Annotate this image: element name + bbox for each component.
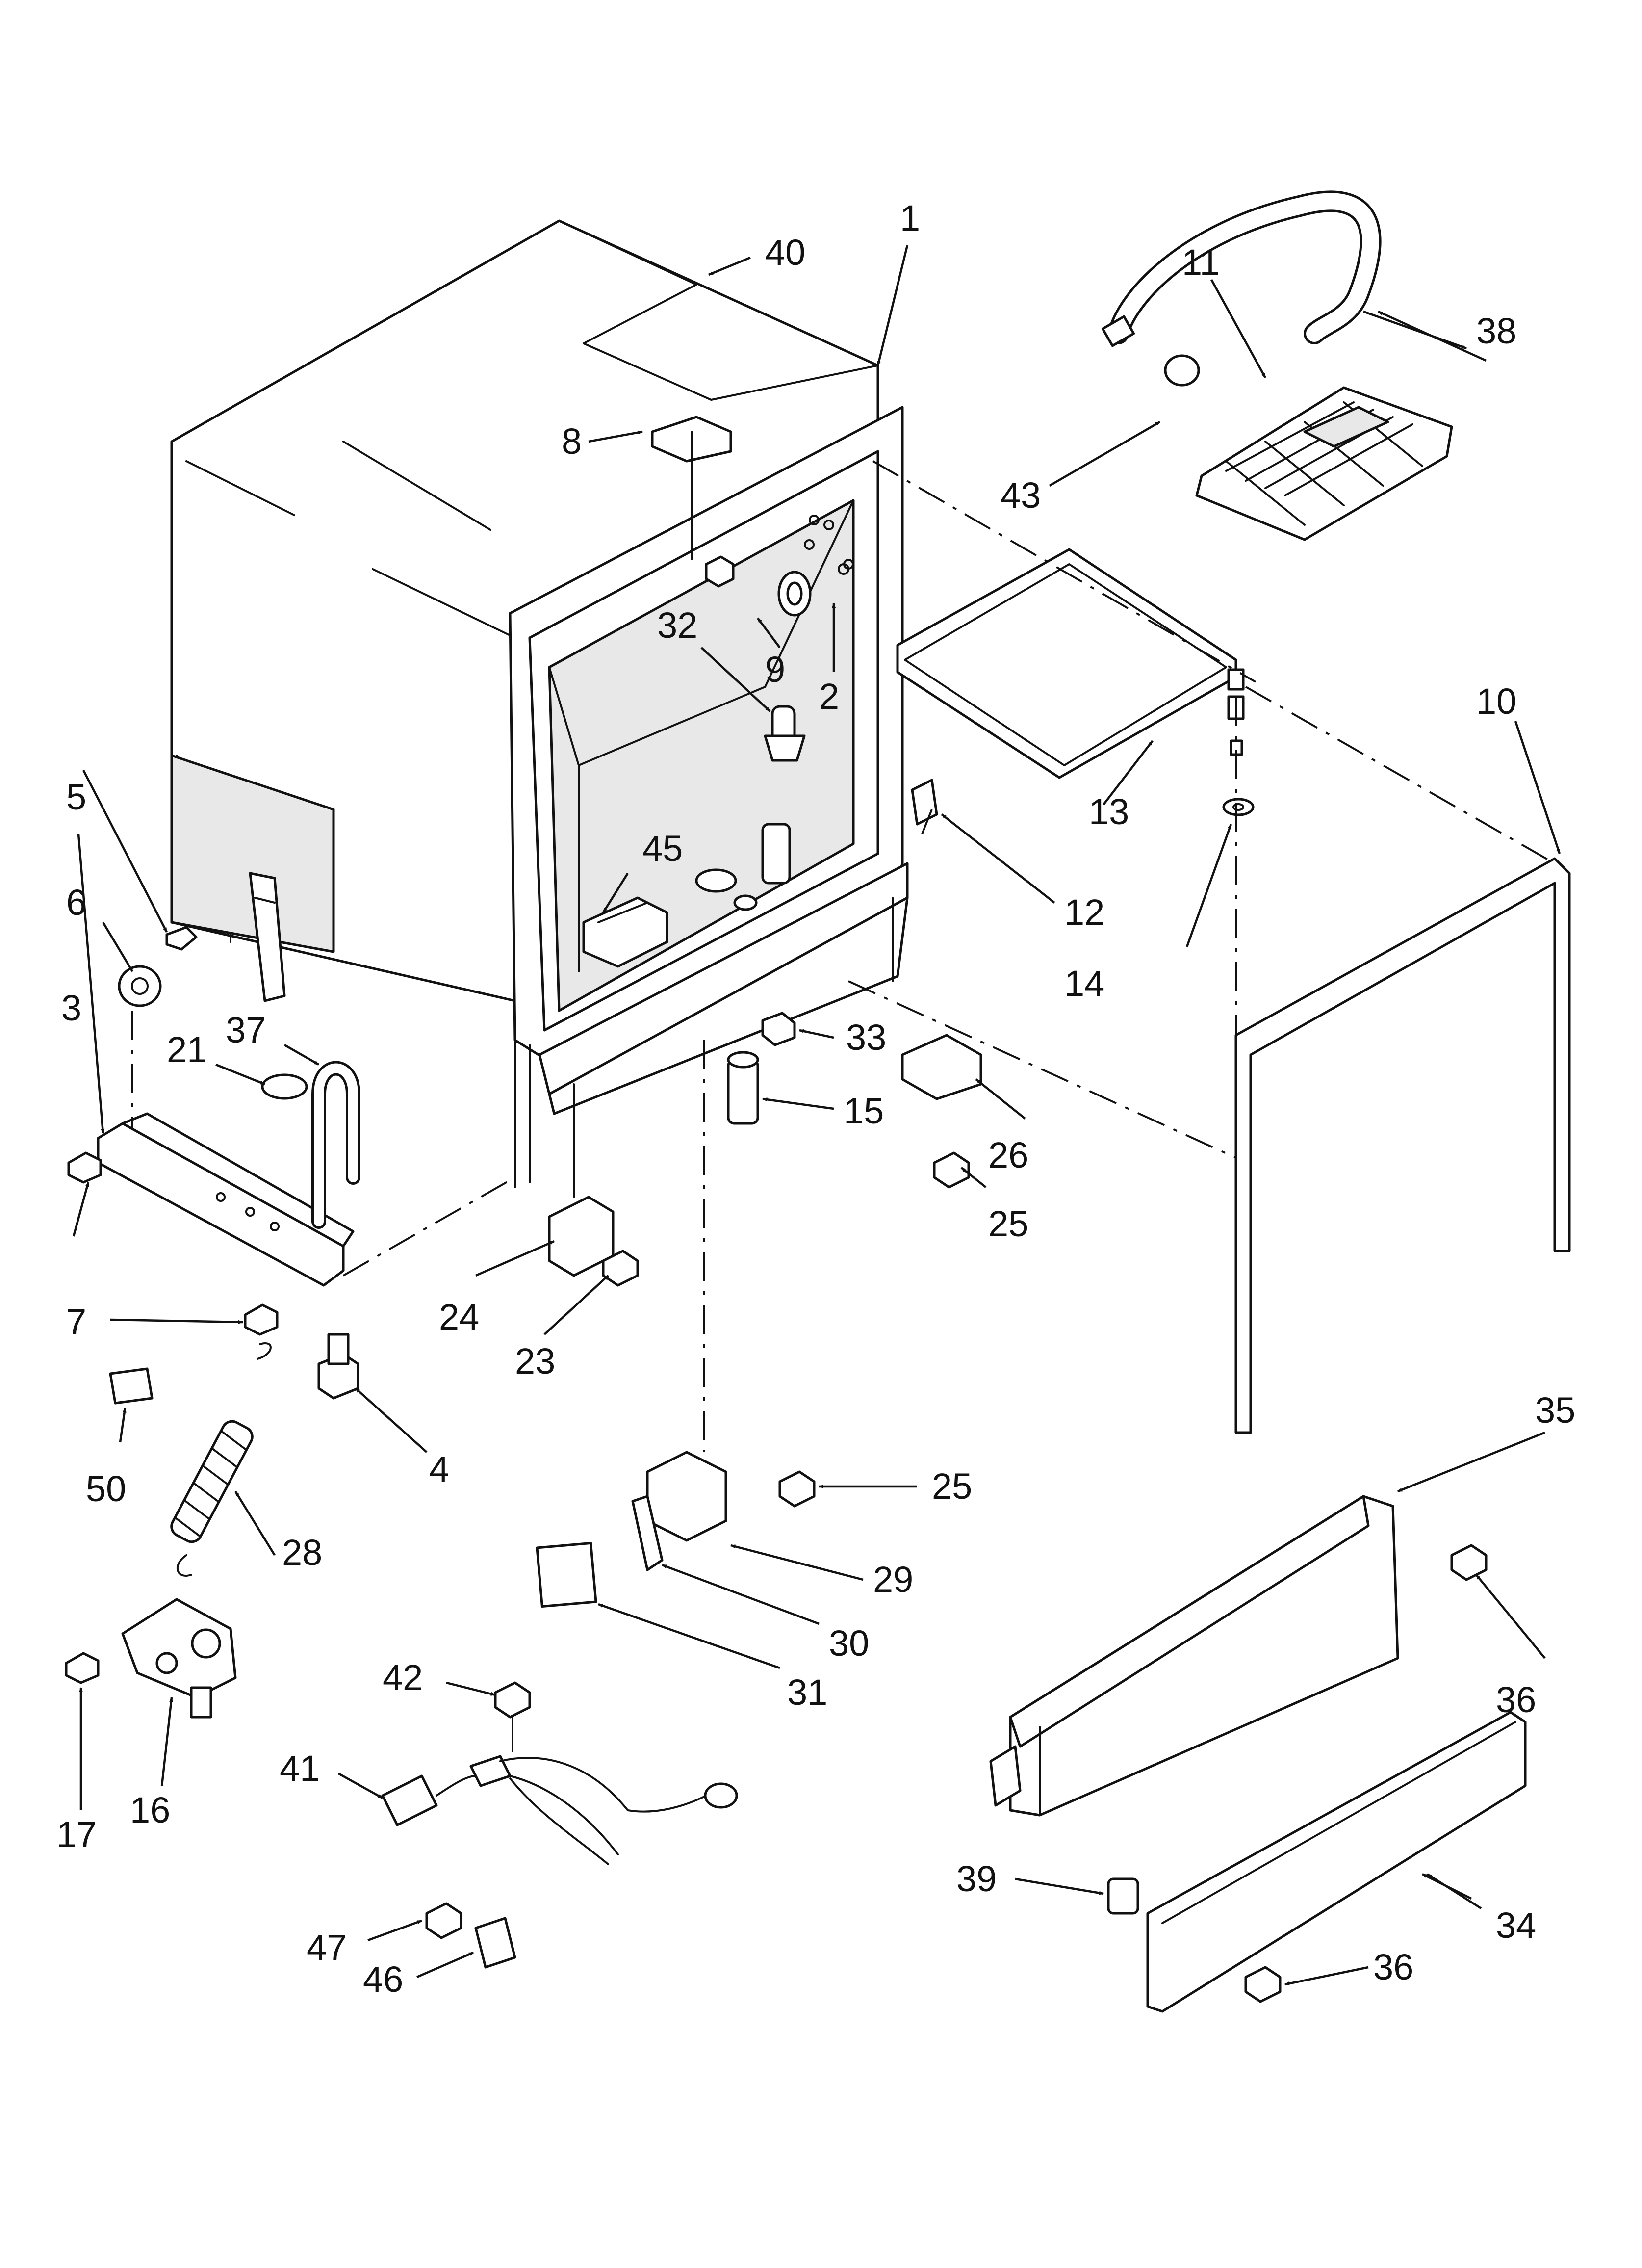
leader-lines xyxy=(72,245,1561,1986)
callout-47: 47 xyxy=(307,1927,347,1968)
side-bracket xyxy=(249,872,286,1002)
screw-25-upper xyxy=(933,1151,970,1189)
callout-7a: 7 xyxy=(66,1302,86,1342)
callout-14: 14 xyxy=(1064,963,1104,1004)
latch-26 xyxy=(901,1034,982,1100)
callout-43: 43 xyxy=(1001,475,1041,516)
water-valve xyxy=(121,1598,237,1719)
callout-12: 12 xyxy=(1064,892,1104,933)
toe-panel xyxy=(989,1495,1399,1817)
stabilizer-bar xyxy=(1234,857,1571,1434)
callout-35: 35 xyxy=(1535,1390,1575,1431)
power-cord xyxy=(381,1755,738,1865)
screw-36-upper xyxy=(1450,1544,1488,1581)
heater-element xyxy=(896,548,1245,779)
callout-30: 30 xyxy=(829,1623,869,1664)
callout-33: 33 xyxy=(846,1017,886,1058)
callout-26: 26 xyxy=(988,1135,1028,1175)
screw-25-lower xyxy=(778,1470,816,1508)
strike-29 xyxy=(646,1040,727,1542)
front-rail xyxy=(97,1112,355,1287)
callout-10: 10 xyxy=(1476,681,1516,722)
callout-25a: 25 xyxy=(988,1203,1028,1244)
callout-34: 34 xyxy=(1496,1905,1536,1946)
callout-21: 21 xyxy=(167,1029,207,1070)
callout-9: 9 xyxy=(765,649,785,690)
screw-7-right xyxy=(244,1303,279,1336)
callout-23: 23 xyxy=(515,1341,555,1382)
callout-24: 24 xyxy=(439,1297,479,1337)
float xyxy=(695,705,806,911)
assembly-lines xyxy=(131,460,1555,1277)
callout-42: 42 xyxy=(383,1657,423,1698)
lever-30 xyxy=(631,1495,664,1571)
screw-17 xyxy=(65,1652,100,1684)
filter-grid xyxy=(1195,386,1453,541)
callout-37: 37 xyxy=(226,1010,266,1050)
screw-42 xyxy=(494,1681,531,1752)
screw-23 xyxy=(602,1250,639,1287)
inner-bracket xyxy=(582,896,668,968)
screw-7-left xyxy=(67,1151,102,1184)
callout-15: 15 xyxy=(844,1091,884,1131)
leveling-leg xyxy=(317,1333,359,1400)
spacer-15 xyxy=(727,1051,759,1125)
clip-39 xyxy=(1107,1877,1139,1915)
callout-5: 5 xyxy=(66,777,86,817)
callout-32: 32 xyxy=(657,605,697,646)
callout-31: 31 xyxy=(787,1672,827,1713)
callout-41: 41 xyxy=(280,1748,320,1789)
callout-36b: 36 xyxy=(1373,1947,1413,1987)
cover-31 xyxy=(536,1541,597,1608)
nut-33 xyxy=(761,1012,796,1046)
callout-36a: 36 xyxy=(1496,1679,1536,1720)
label-50 xyxy=(109,1367,154,1405)
drain-loop xyxy=(311,1061,360,1229)
screw-5 xyxy=(165,926,198,951)
callout-40: 40 xyxy=(765,232,805,273)
grommet-2 xyxy=(777,563,849,617)
callout-29: 29 xyxy=(873,1559,913,1600)
washer-14 xyxy=(1222,798,1255,816)
clip-21 xyxy=(261,1073,308,1100)
callout-11: 11 xyxy=(1182,242,1220,283)
callout-50: 50 xyxy=(86,1468,126,1509)
screw-47 xyxy=(425,1902,462,1939)
screw-9 xyxy=(691,431,735,588)
hose-clamp xyxy=(1164,354,1200,387)
callout-39: 39 xyxy=(956,1858,997,1899)
callout-38: 38 xyxy=(1476,311,1516,351)
door-switch xyxy=(548,1083,615,1277)
callout-labels: 1 2 3 4 5 6 7 7 8 9 10 11 12 13 14 15 16… xyxy=(56,198,1575,2000)
callout-2: 2 xyxy=(819,676,839,717)
callout-4: 4 xyxy=(429,1449,449,1489)
callout-17: 17 xyxy=(56,1814,97,1855)
clip-46 xyxy=(474,1917,516,1969)
clip-12 xyxy=(911,779,938,826)
door-spring xyxy=(170,1342,272,1577)
grommet-6 xyxy=(118,965,162,1007)
callout-13: 13 xyxy=(1089,791,1129,832)
kick-plate xyxy=(1146,1711,1527,2013)
callout-16: 16 xyxy=(130,1790,170,1830)
screw-36-lower xyxy=(1244,1966,1282,2003)
callout-25b: 25 xyxy=(932,1466,972,1507)
callout-6: 6 xyxy=(66,882,86,923)
callout-28: 28 xyxy=(282,1532,322,1573)
callout-3: 3 xyxy=(61,988,81,1028)
callout-1: 1 xyxy=(900,198,920,238)
callout-46: 46 xyxy=(363,1959,403,2000)
callout-45: 45 xyxy=(642,828,683,869)
hose xyxy=(1101,190,1382,347)
callout-8: 8 xyxy=(562,421,582,462)
